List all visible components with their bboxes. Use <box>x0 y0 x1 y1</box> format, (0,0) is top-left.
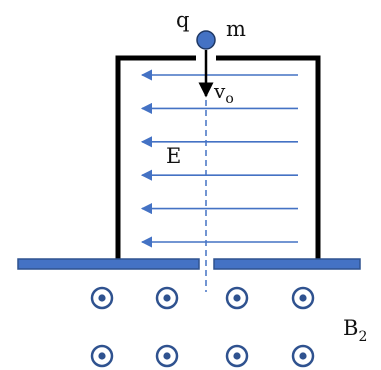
charged-particle <box>196 30 216 50</box>
b-field-out-of-page-icon <box>291 286 315 310</box>
velocity-symbol: v <box>213 79 226 103</box>
b-field-out-of-page-icon <box>90 344 114 368</box>
magnetic-field-label: B2 <box>343 316 367 345</box>
magnetic-subscript: 2 <box>358 329 367 345</box>
electric-field-label: E <box>166 144 181 168</box>
b-field-out-of-page-icon <box>225 344 249 368</box>
velocity-label: vo <box>213 79 234 107</box>
velocity-subscript: o <box>225 91 233 107</box>
magnetic-symbol: B <box>343 316 358 340</box>
bottom-plate-left <box>17 258 200 270</box>
b-field-out-of-page-icon <box>291 344 315 368</box>
b-field-out-of-page-icon <box>155 344 179 368</box>
b-field-out-of-page-icon <box>155 286 179 310</box>
b-field-out-of-page-icon <box>225 286 249 310</box>
charge-label: q <box>176 8 189 32</box>
wire-right <box>216 55 321 262</box>
bottom-plate-right <box>213 258 361 270</box>
electric-field-lines <box>140 69 298 248</box>
magnetic-field-symbols <box>90 286 315 368</box>
wire-left <box>115 55 196 262</box>
wire-frame <box>115 55 321 262</box>
b-field-out-of-page-icon <box>90 286 114 310</box>
mass-label: m <box>226 17 246 41</box>
